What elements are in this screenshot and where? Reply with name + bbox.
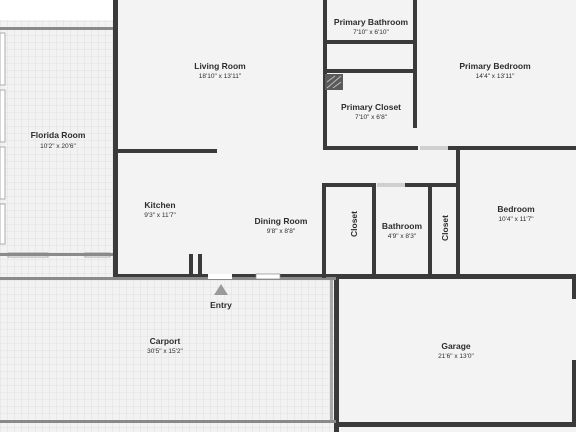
living-room-label: Living Room — [194, 61, 246, 71]
carport-dims: 30'5" x 15'2" — [147, 348, 183, 355]
bedroom-dims: 10'4" x 11'7" — [498, 216, 534, 223]
kitchen-dims: 9'3" x 11'7" — [144, 212, 176, 219]
carport-label: Carport — [150, 336, 181, 346]
primary-closet-dims: 7'10" x 6'8" — [355, 114, 388, 121]
bathroom-dims: 4'9" x 8'3" — [388, 233, 417, 240]
primary-bathroom-label: Primary Bathroom — [334, 17, 409, 27]
kitchen-label: Kitchen — [144, 200, 175, 210]
dining-room-dims: 9'8" x 8'8" — [267, 228, 296, 235]
entry-door — [208, 273, 281, 280]
interior-floor — [116, 0, 576, 277]
dining-room-label: Dining Room — [255, 216, 308, 226]
closet-label: Closet — [349, 211, 359, 237]
bathroom-label: Bathroom — [382, 221, 423, 231]
entry-label: Entry — [210, 300, 232, 310]
florida-room-label: Florida Room — [31, 130, 86, 140]
closet-label: Closet — [440, 215, 450, 241]
florida-room-floor — [0, 20, 116, 256]
garage-floor — [336, 277, 576, 432]
room-labels: Florida Room 10'2" x 20'6" Living Room 1… — [31, 17, 535, 360]
entry-arrow-icon — [214, 284, 228, 295]
primary-bedroom-dims: 14'4" x 13'11" — [476, 73, 515, 80]
garage-dims: 21'6" x 13'0" — [438, 353, 474, 360]
primary-closet-label: Primary Closet — [341, 102, 401, 112]
florida-room-dims: 10'2" x 20'6" — [40, 143, 76, 150]
carport-floor — [0, 256, 336, 432]
bedroom-label: Bedroom — [497, 204, 535, 214]
primary-bathroom-dims: 7'10" x 6'10" — [353, 29, 389, 36]
living-room-dims: 18'10" x 13'11" — [199, 73, 242, 80]
garage-label: Garage — [441, 341, 471, 351]
primary-bedroom-label: Primary Bedroom — [459, 61, 531, 71]
